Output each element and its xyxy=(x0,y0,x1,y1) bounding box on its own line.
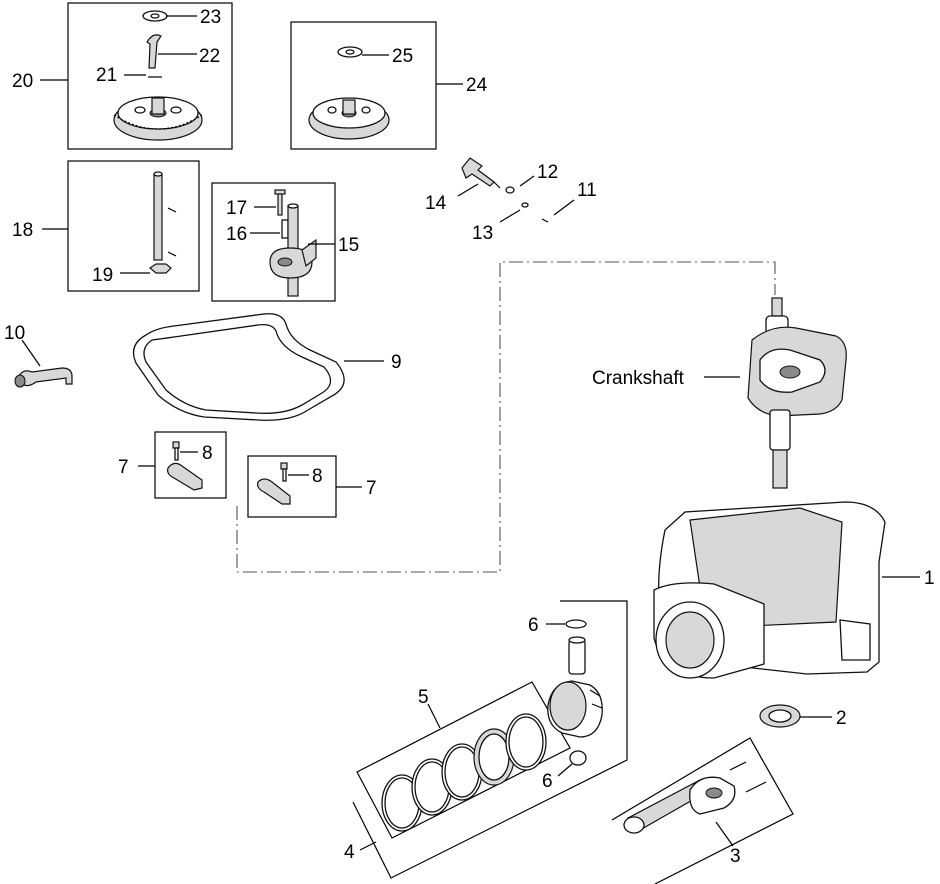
callout-3: 3 xyxy=(730,846,741,867)
callout-6-bottom: 6 xyxy=(542,771,553,792)
crankcase-1: 1 xyxy=(653,501,935,679)
group-box-20 xyxy=(67,2,233,150)
camshaft-assembly-group-24: 25 24 xyxy=(290,21,488,150)
callout-2: 2 xyxy=(836,708,847,729)
callout-24: 24 xyxy=(466,75,488,96)
group-box-5 xyxy=(356,681,571,839)
callout-23: 23 xyxy=(200,7,221,28)
callout-4: 4 xyxy=(344,842,355,863)
assembly-reference-line xyxy=(236,261,776,573)
callout-22: 22 xyxy=(199,46,220,67)
callout-20: 20 xyxy=(12,71,33,92)
group-box-4 xyxy=(352,600,628,879)
callout-13: 13 xyxy=(472,223,493,244)
callout-12: 12 xyxy=(537,162,558,183)
callout-15: 15 xyxy=(338,235,359,256)
callout-19: 19 xyxy=(92,265,113,286)
balancer-link-group-7-right: 8 7 xyxy=(247,455,377,518)
callout-8-left: 8 xyxy=(202,443,213,464)
breather-tube-10: 10 xyxy=(4,323,73,388)
callout-7-right: 7 xyxy=(366,478,377,499)
callout-11: 11 xyxy=(577,180,597,201)
callout-1: 1 xyxy=(924,568,935,589)
callout-7-left: 7 xyxy=(118,457,129,478)
oil-seal-2: 2 xyxy=(759,704,847,729)
group-box-24 xyxy=(290,21,437,150)
group-box-18 xyxy=(67,160,200,292)
group-box-15 xyxy=(211,182,336,302)
connecting-rod-group-3: 3 xyxy=(611,737,794,884)
group-box-7-left xyxy=(154,431,227,499)
closure-plate-gasket-9: 9 xyxy=(132,313,402,421)
balancer-link-group-7-left: 8 7 xyxy=(118,431,227,499)
callout-14: 14 xyxy=(425,193,447,214)
shaft-group-18: 18 19 xyxy=(12,160,200,292)
callout-17: 17 xyxy=(226,198,247,219)
callout-21: 21 xyxy=(96,65,117,86)
crankshaft: Crankshaft xyxy=(592,297,847,489)
piston-group-4: 4 5 6 6 xyxy=(344,600,628,879)
callout-5: 5 xyxy=(418,687,429,708)
group-box-3 xyxy=(611,737,794,884)
governor-parts: 12 14 13 11 xyxy=(425,157,597,244)
callout-16: 16 xyxy=(226,224,247,245)
callout-10: 10 xyxy=(4,323,25,344)
callout-6-top: 6 xyxy=(528,615,539,636)
callout-25: 25 xyxy=(392,46,413,67)
callout-8-right: 8 xyxy=(312,466,323,487)
camshaft-assembly-group-20: 20 23 22 21 xyxy=(12,2,233,150)
callout-18: 18 xyxy=(12,220,33,241)
callout-9: 9 xyxy=(391,352,402,373)
crankshaft-label: Crankshaft xyxy=(592,368,685,389)
oil-pump-group-15: 17 16 15 xyxy=(211,182,359,302)
